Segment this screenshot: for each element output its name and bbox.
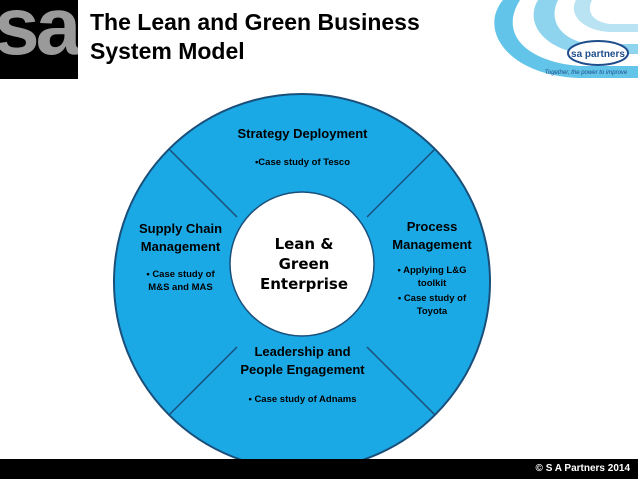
center-line-1: Lean & (274, 235, 334, 253)
segment-title-line-1: Leadership and (254, 344, 351, 359)
segment-process-management: Process Management • Applying L&G toolki… (377, 218, 487, 318)
footer-bar: © S A Partners 2014 (0, 459, 638, 479)
title-line-1: The Lean and Green Business (90, 9, 420, 35)
segment-strategy-deployment: Strategy Deployment •Case study of Tesco (215, 125, 390, 169)
segment-bullet-line-1: • Case study of (146, 269, 215, 280)
segment-bullet: • Case study of Adnams (248, 394, 357, 405)
logo-swirl-middle (533, 0, 638, 54)
segment-title-line-2: People Engagement (240, 362, 365, 377)
divider-top-right (366, 148, 436, 218)
divider-bottom-left (168, 346, 238, 416)
segment-supply-chain: Supply Chain Management • Case study of … (128, 220, 233, 294)
segment-title-line-2: Management (392, 237, 472, 252)
segment-bullet-line-2: M&S and MAS (148, 282, 213, 293)
divider-bottom-right (366, 346, 436, 416)
segment-bullet: •Case study of Tesco (254, 157, 350, 168)
segment-bullet-2-line-2: Toyota (416, 306, 448, 317)
brand-initials: sa (0, 0, 78, 72)
center-line-3: Enterprise (259, 275, 349, 293)
brand-block: sa (0, 0, 78, 79)
segment-title-line-2: Management (140, 239, 221, 254)
center-line-2: Green (278, 255, 330, 273)
title-line-2: System Model (90, 38, 245, 64)
divider-top-left (168, 148, 238, 218)
page-title: The Lean and Green Business System Model (90, 8, 450, 66)
copyright: © S A Partners 2014 (535, 463, 630, 474)
segment-title-line-1: Supply Chain (138, 221, 223, 236)
sa-partners-logo: sa partners Together, the power to impro… (494, 0, 638, 78)
segment-bullet-1-line-1: • Applying L&G (397, 265, 467, 276)
segment-title-line-1: Process (406, 219, 458, 234)
segment-bullet-2-line-1: • Case study of (397, 293, 467, 304)
segment-bullet-1-line-2: toolkit (417, 278, 447, 289)
segment-title: Strategy Deployment (237, 126, 368, 141)
center-label: Lean & Green Enterprise (254, 234, 354, 294)
logo-badge (567, 40, 629, 66)
logo-tagline: Together, the power to improve (545, 70, 628, 76)
logo-name: sa partners (571, 49, 625, 60)
segment-leadership: Leadership and People Engagement • Case … (215, 343, 390, 406)
center-circle (229, 191, 375, 337)
logo-swirl-outer (494, 0, 638, 78)
logo-swirl-inner (573, 0, 638, 32)
